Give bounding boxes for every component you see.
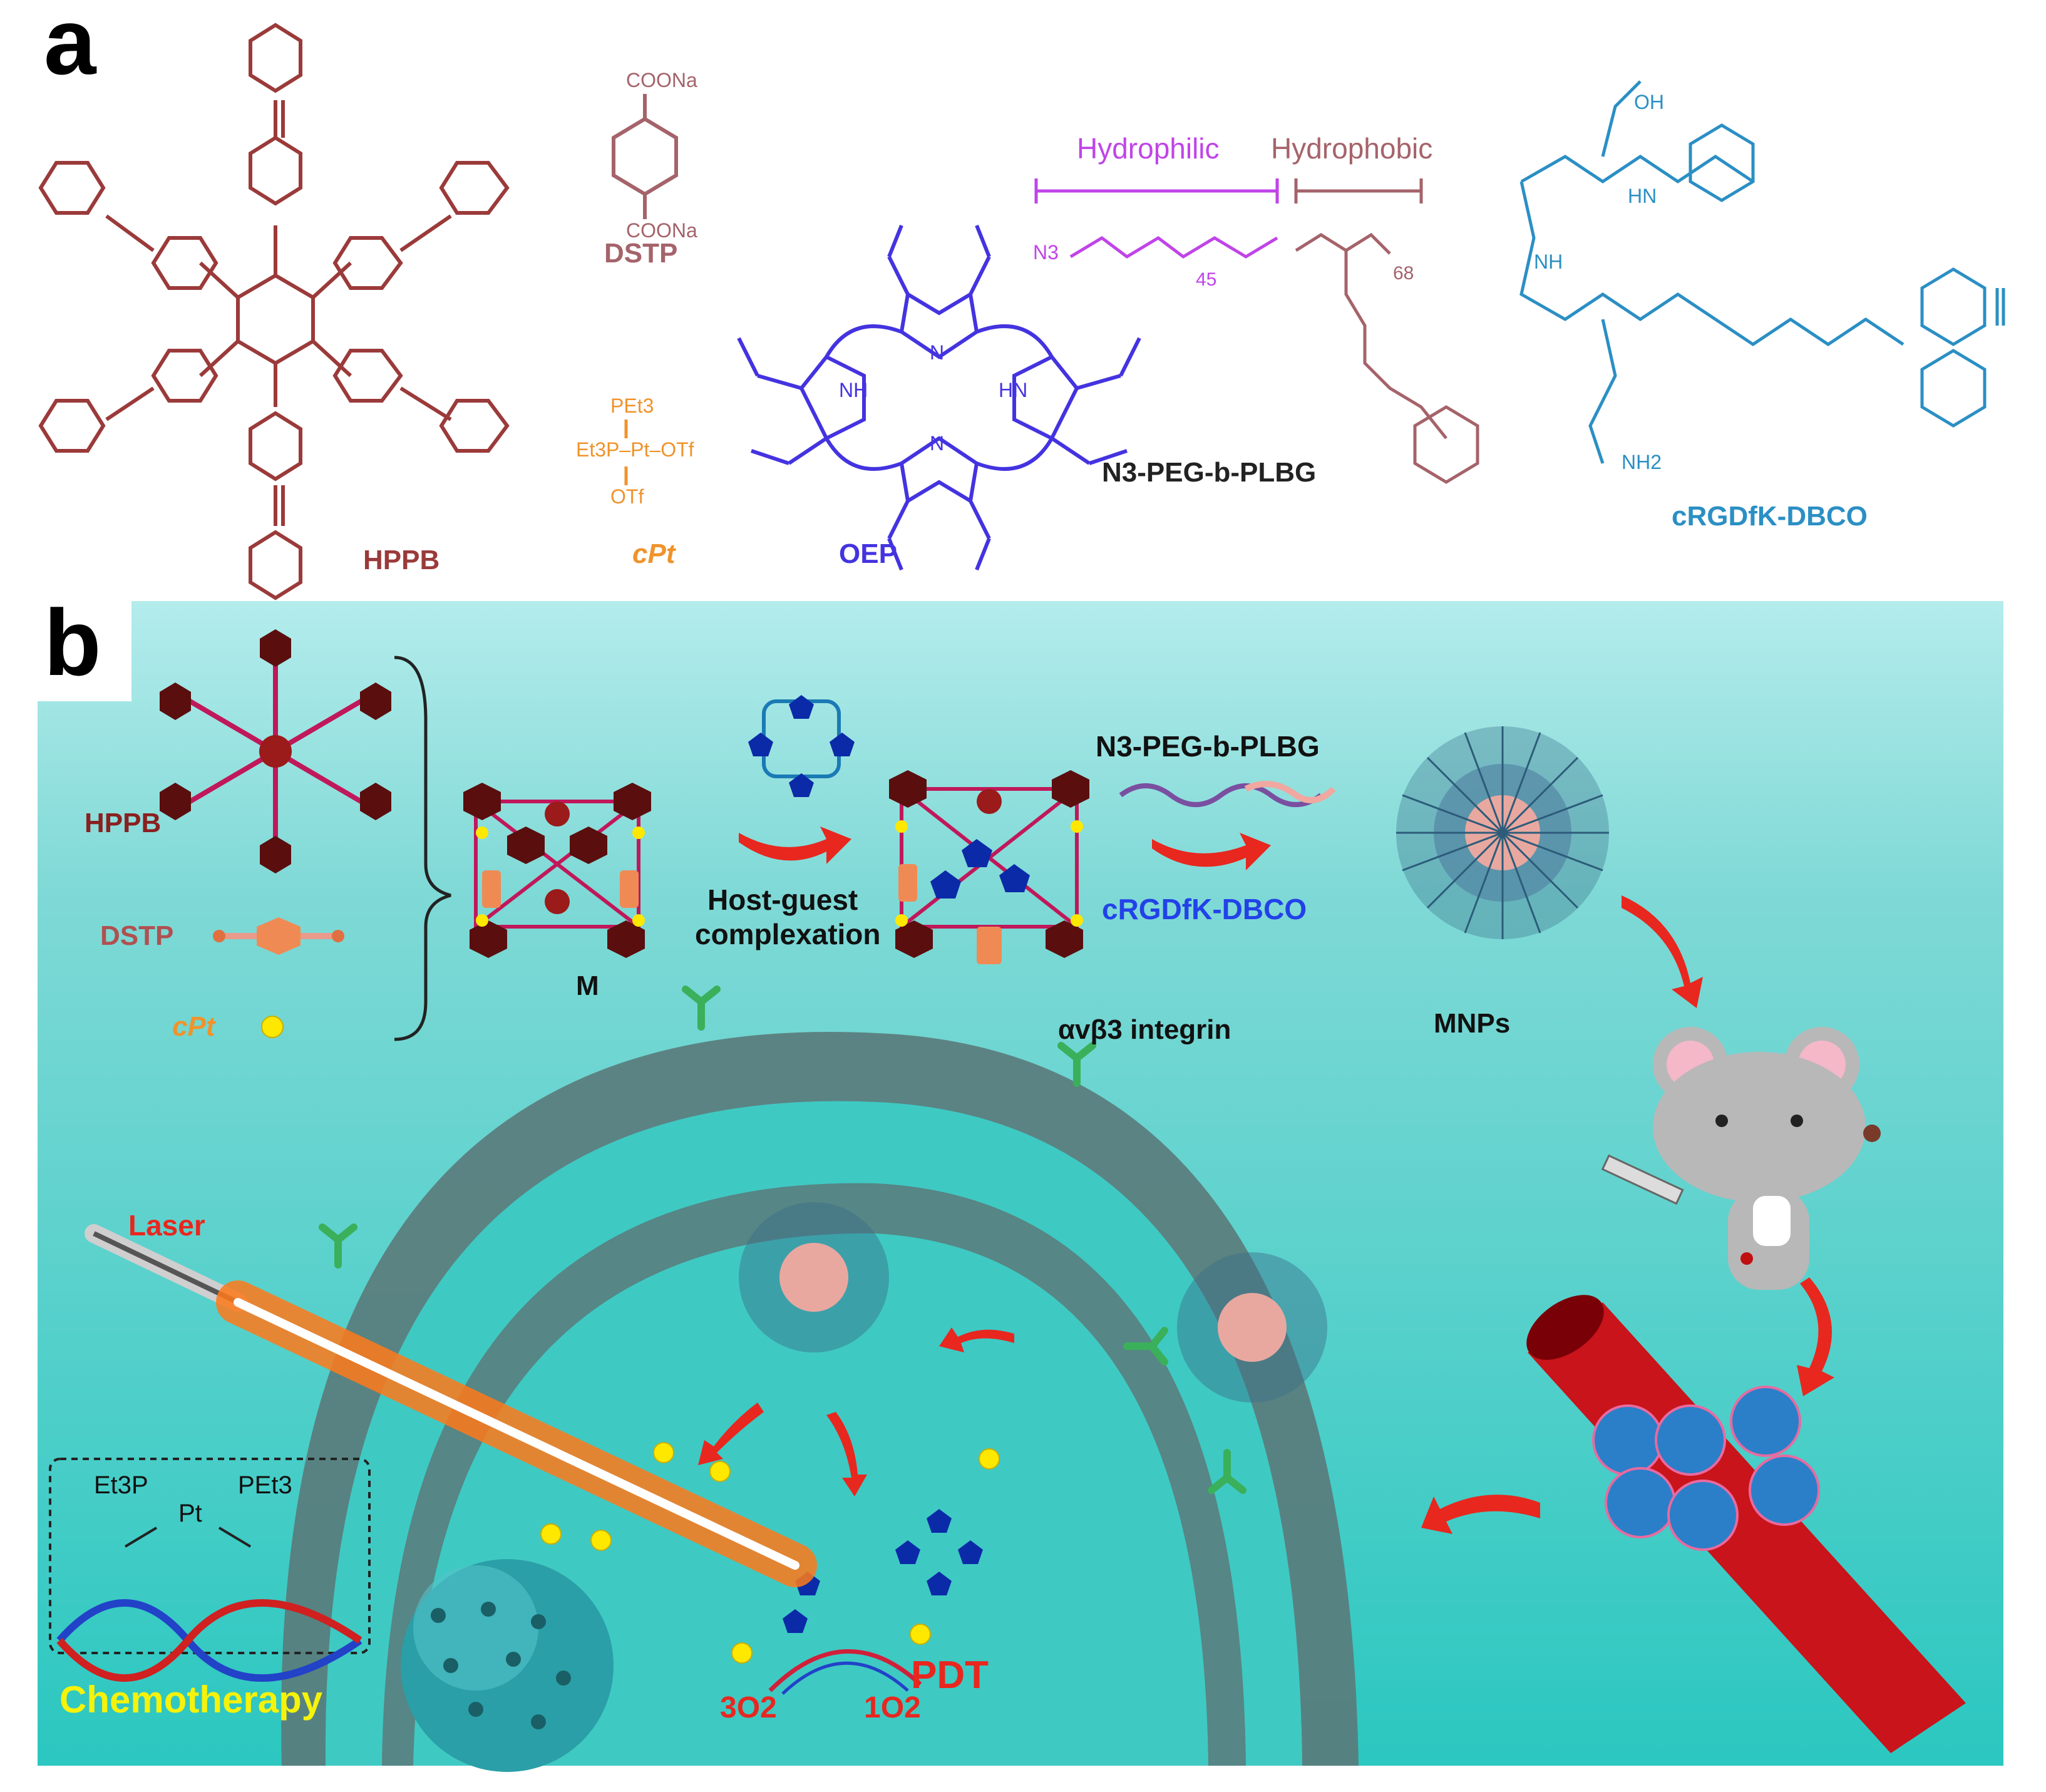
metallacage-m [463,783,651,958]
arrow-2 [1152,833,1271,870]
plbg-repeat-68: 68 [1393,263,1414,284]
hppb-structure [38,23,510,600]
cpt-ligand-middle: Et3P–Pt–OTf [576,438,694,461]
b-o2-singlet: 1O2 [864,1691,921,1724]
cpt-ligand-top: PEt3 [610,394,654,417]
pdt-arc [768,1649,922,1692]
b-pt-right-ligand: PEt3 [238,1471,292,1499]
b-peg-label: N3-PEG-b-PLBG [1096,730,1320,763]
oep-nh-left: NH [839,379,868,401]
sphere-icon [401,1559,614,1772]
internalized-mnp-1 [739,1202,889,1352]
b-hppb-label: HPPB [85,808,162,838]
hydrophilic-label: Hydrophilic [1077,132,1220,165]
peg-n3: N3 [1033,241,1059,264]
b-o2-triplet: 3O2 [720,1691,777,1724]
cpt-icon [261,1016,284,1038]
arrow-4 [1797,1277,1834,1396]
internalized-mnp-2 [1177,1252,1327,1403]
oep-nh-right: HN [999,379,1028,401]
b-host-guest-line2: complexation [695,918,881,950]
hydrophobic-label: Hydrophobic [1271,132,1433,165]
dstp-icon [213,917,344,955]
blood-vessel [1526,1295,1966,1753]
crgd-oh: OH [1634,91,1664,113]
b-crgd-label: cRGDfK-DBCO [1102,893,1307,925]
oep-guest-icon [748,695,855,797]
arrow-5 [1421,1495,1540,1534]
hppb-label: HPPB [363,545,440,575]
crgd-hn: HN [1628,185,1657,207]
dstp-top-group: COONa [626,69,697,91]
arrow-3 [1622,895,1703,1008]
mnp-nanoparticle [1396,726,1609,939]
b-mnps-label: MNPs [1434,1008,1511,1039]
dstp-label: DSTP [604,238,678,269]
b-host-guest-line1: Host-guest [707,883,858,916]
panel-b-letter: b [44,590,101,695]
arrow-inner-1 [939,1327,1014,1352]
crgd-structure [1519,80,2005,464]
b-integrin-label: αvβ3 integrin [1058,1014,1231,1045]
dstp-structure [612,94,678,219]
laser-device [85,1224,817,1587]
b-chemotherapy-label: Chemotherapy [59,1679,323,1721]
b-pdt-label: PDT [911,1654,989,1697]
arrow-1 [739,826,851,864]
b-pt-left-ligand: Et3P [94,1471,148,1499]
pdt-arc-inner [781,1661,909,1695]
metallacage-with-guest [889,770,1089,964]
chemotherapy-box [49,1458,371,1682]
cpt-ligand-bottom: OTf [610,485,644,508]
oep-label: OEP [839,538,897,569]
brace [394,656,451,1041]
dstp-bottom-group: COONa [626,219,697,242]
peg-structure [1034,178,1479,484]
panel-a-letter: a [44,0,96,94]
cpt-label: cPt [632,538,676,569]
polymer-chain [1119,783,1323,807]
integrin-receptors [319,986,1247,1494]
b-m-label: M [576,971,599,1001]
b-pt-center: Pt [178,1500,202,1527]
released-cpt [540,1442,1000,1664]
peg-repeat-45: 45 [1196,269,1217,290]
polymer-chain-hydrophobic [1244,781,1336,803]
b-laser-label: Laser [128,1209,205,1242]
panel-b-letter-box [31,601,131,701]
crgd-nh: NH [1534,250,1563,273]
oep-n-top: N [930,341,945,364]
b-cpt-label: cPt [172,1011,215,1042]
arrow-inner-3 [826,1412,867,1496]
oep-structure [737,224,1141,571]
crgd-nh2: NH2 [1622,451,1662,473]
arrow-inner-2 [698,1403,764,1465]
peg-label: N3-PEG-b-PLBG [1102,457,1317,488]
oep-n-bottom: N [930,432,945,455]
mouse-illustration [1601,1027,1881,1290]
b-dstp-label: DSTP [100,920,174,951]
crgd-label: cRGDfK-DBCO [1672,501,1868,532]
hppb-icon [160,629,391,873]
released-oep [783,1509,983,1633]
